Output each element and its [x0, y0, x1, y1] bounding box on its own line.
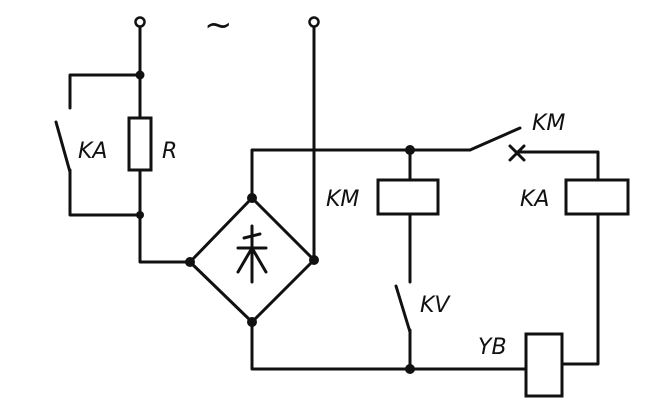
junction-node-bridge-top — [247, 193, 257, 203]
wire-resistor-to-bridge — [138, 168, 192, 264]
wire-km-to-ka-coil — [515, 150, 600, 182]
ka-contact-label: KA — [78, 139, 107, 164]
junction-node-bridge-left — [185, 257, 195, 267]
wire-dc-top — [250, 148, 472, 200]
ka-contact — [54, 120, 72, 174]
wire-dc-bottom — [250, 320, 528, 371]
km-contact — [468, 126, 522, 152]
junction-node-top-left — [135, 70, 145, 80]
supply-terminal-right — [308, 16, 320, 28]
km-coil-label: KM — [326, 187, 359, 212]
wire-ka-coil-bottom — [560, 212, 600, 366]
km-contact-label: KM — [532, 111, 565, 136]
junction-node-kv-bottom — [405, 364, 415, 374]
resistor — [127, 116, 153, 172]
resistor-label: R — [162, 139, 177, 164]
junction-node-bridge-right — [309, 255, 319, 265]
junction-node-km-top — [405, 145, 415, 155]
junction-node-ka-bottom — [136, 211, 144, 219]
ac-symbol: ~ — [204, 5, 233, 45]
ka-coil-label: KA — [520, 187, 549, 212]
wire-ka-bypass-bottom — [68, 168, 142, 217]
wire-ka-bypass-top — [68, 73, 142, 110]
ka-coil — [564, 178, 630, 216]
yb-coil-label: YB — [478, 335, 507, 360]
kv-contact-label: KV — [420, 293, 451, 318]
junction-node-bridge-bottom — [247, 317, 257, 327]
km-coil — [376, 178, 440, 216]
supply-terminal-left — [134, 16, 146, 28]
diode-icon — [236, 224, 268, 284]
kv-contact — [394, 284, 412, 334]
yb-coil — [524, 332, 564, 398]
